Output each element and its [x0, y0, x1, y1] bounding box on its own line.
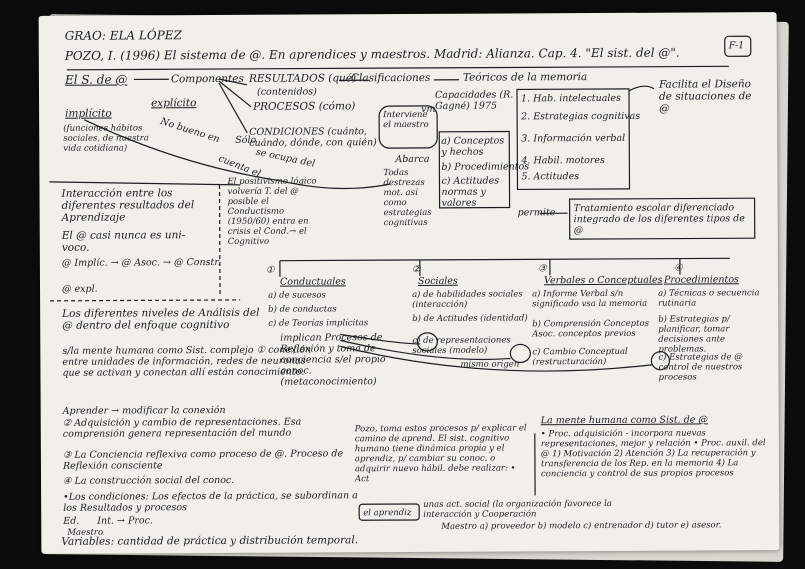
condiciones-label: CONDICIONES (cuánto, cuándo, dónde, con … — [249, 126, 377, 149]
implican-note: implican Procesos de Reflexión y toma de… — [280, 332, 386, 388]
page-number: F-1 — [728, 40, 745, 52]
cat-sociales-title: Sociales — [417, 275, 458, 287]
mente-heading: La mente humana como Sist. de @ — [540, 414, 708, 427]
vertical-divider — [218, 184, 221, 295]
clasificaciones-label: Clasificaciones — [350, 71, 431, 85]
implicit-chain: @ Implíc. → @ Asoc. → @ Constr. — [61, 256, 221, 269]
cat-proc-num: ④ — [673, 262, 683, 274]
resultados-label: RESULTADOS (qué) — [248, 72, 357, 85]
aprendiz-label: el aprendiz — [363, 507, 412, 519]
root-label: El S. de @ — [64, 72, 128, 87]
cat-proc-c: c) Estrategias de @ control de nuestros … — [658, 352, 743, 383]
arrow-componentes-resultados — [218, 78, 248, 86]
header-rule — [66, 65, 729, 71]
arrow-componentes-condiciones — [218, 82, 248, 134]
mismo-origen: mismo origen — [460, 359, 520, 370]
maestro-roles: Maestro a) proveedor b) modelo c) entren… — [441, 520, 722, 532]
index-card: GRAO: ELA LÓPEZ POZO, I. (1996) El siste… — [38, 12, 780, 554]
types-box — [438, 130, 511, 209]
aprendiz-box — [358, 503, 420, 521]
niveles-heading: Los diferentes niveles de Análisis del @… — [62, 306, 260, 332]
variables-note: Variables: cantidad de práctica y distri… — [61, 534, 359, 548]
todas-label: Todas destrezas mot. así como estrategia… — [383, 168, 432, 229]
cat-proc-title: Procedimientos — [663, 274, 739, 286]
cat-proc-b: b) Estrategias p/ planificar, tomar deci… — [658, 314, 730, 355]
cat-sociales-c: c) de representaciones sociales (modelo) — [412, 335, 511, 356]
implicito-label: implícito — [65, 107, 112, 120]
cat-sociales-a: a) de habilidades sociales (interacción) — [412, 289, 523, 310]
interviene-box — [378, 105, 438, 149]
cat-conductuales-c: c) de Teorías implícitas — [268, 318, 369, 329]
interaccion-note: Interacción entre los diferentes resulta… — [61, 187, 195, 224]
casi-nunca-note: El @ casi nunca es uni-voco. — [61, 229, 186, 254]
cat-conductuales-a: a) de sucesos — [268, 290, 326, 301]
arrow-implican-soc — [340, 333, 421, 345]
capacidades-label: Capacidades (R. Gagné) 1975 — [434, 89, 514, 112]
ed-label: Ed. — [63, 515, 80, 527]
header-author: GRAO: ELA LÓPEZ — [64, 28, 182, 43]
componentes-label: Componentes — [170, 72, 244, 86]
lista-item-3: 3. Información verbal — [521, 132, 626, 145]
cat-conductuales-title: Conductuales — [279, 276, 346, 288]
abarca-label: Abarca — [395, 153, 430, 166]
arrow-implican-proc — [340, 345, 653, 372]
tratamiento-label: Tratamiento escolar diferenciado integra… — [573, 202, 745, 237]
aprender-note: Aprender → modificar la conexión — [62, 404, 226, 417]
contenidos-label: (contenidos) — [256, 86, 317, 98]
consciencia-note: ③ La Conciencia reflexiva como proceso d… — [62, 448, 344, 472]
cat-verbales-b: b) Comprensión Conceptos Asoc. conceptos… — [532, 318, 649, 340]
pozo-note: Pozo, toma estos procesos p/ explicar el… — [354, 423, 527, 485]
permite-label: permite — [517, 207, 556, 219]
adquisicion-note: ② Adquisición y cambio de representacion… — [62, 416, 302, 440]
expl-label: @ expl. — [61, 283, 98, 295]
arrow-componentes-procesos — [218, 80, 252, 108]
cat-verbales-c: c) Cambio Conceptual (restructuración) — [532, 346, 628, 368]
solo-label: Sólo — [235, 134, 257, 146]
condiciones-note: •Los condiciones: Los efectos de la prác… — [63, 490, 358, 514]
arrow-facilita — [628, 85, 655, 92]
explicito-label: explícito — [151, 97, 197, 110]
implicito-desc: (funciones hábitos sociales, de nuestra … — [63, 123, 149, 154]
tratamiento-box — [568, 197, 756, 240]
lista-item-2: 2. Estrategias cognitivas — [521, 110, 641, 123]
circle-c-proc — [650, 351, 671, 371]
categories-baseline — [279, 257, 730, 262]
cat-verbales-title: Verbales o Conceptuales — [543, 274, 663, 287]
cat-sociales-b: b) de Actitudes (identidad) — [412, 313, 528, 324]
left-divider — [50, 299, 241, 302]
cat-proc-a: a) Técnicas o secuencia rutinaria — [658, 288, 760, 309]
dash-divider — [49, 181, 240, 186]
curve-implicito — [83, 119, 390, 190]
procesos-label: PROCESOS (cómo) — [253, 100, 356, 113]
cat-verbales-a: a) Informe Verbal s/n significado vsa la… — [532, 288, 648, 310]
cat-conductuales-b: b) de conductas — [268, 304, 337, 315]
connector-lines — [49, 35, 756, 521]
cat-verbales-num: ③ — [537, 263, 547, 275]
cat-conductuales-num: ① — [265, 264, 275, 276]
unas-note: unas act. social (la organización favore… — [423, 498, 612, 520]
conceptos-label: a) Conceptos y hechos — [441, 135, 505, 158]
circle-c-sociales — [416, 332, 438, 352]
capacidades-list-box — [516, 88, 631, 191]
int-label: Int. → Proc. — [97, 515, 153, 527]
lista-item-5: 5. Actitudes — [521, 171, 580, 183]
page-number-box — [724, 35, 752, 57]
lista-item-1: 1. Hab. intelectuales — [521, 92, 621, 105]
facilita-label: Facilita el Diseño de situaciones de @ — [658, 78, 752, 115]
arrow-implican-verb — [340, 339, 511, 361]
cat-sociales-num: ② — [411, 263, 421, 275]
teoricos-label: Teóricos de la memoria — [462, 71, 588, 84]
conductismo-note: El positivismo lógico volvería T. del @ … — [227, 176, 317, 247]
actitudes-label: c) Actitudes normas y valores — [441, 175, 500, 209]
lista-item-4: 4. Habil. motores — [521, 154, 605, 167]
construccion-note: ④ La construcción social del conoc. — [63, 474, 235, 487]
circle-c-verbales — [509, 343, 531, 364]
proc-list: • Proc. adquisición - incorpora nuevas r… — [540, 428, 766, 480]
vm-label: vm — [421, 103, 436, 115]
procedimientos-label: b) Procedimientos — [441, 161, 530, 173]
